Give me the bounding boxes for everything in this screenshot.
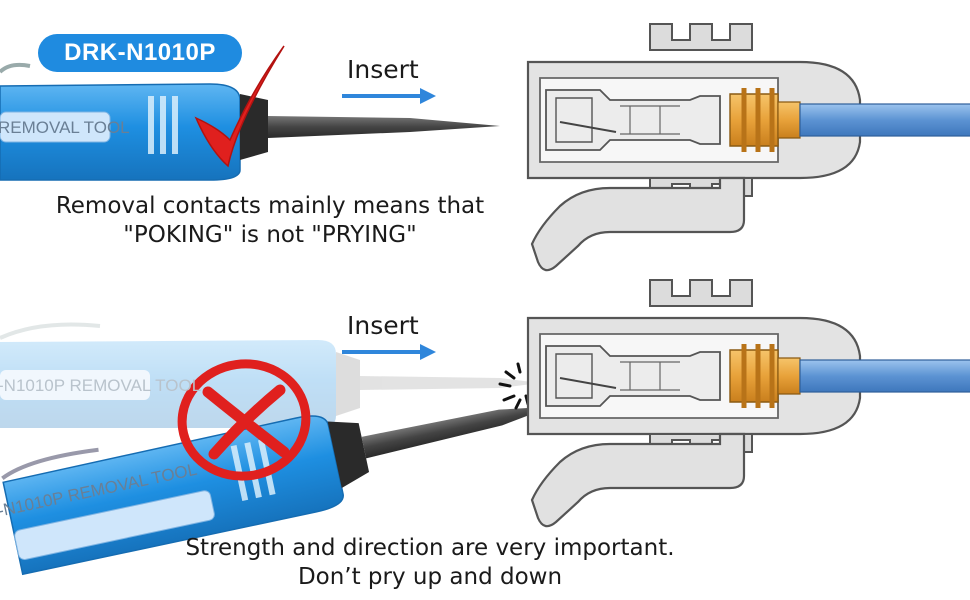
model-badge-label: DRK-N1010P	[64, 39, 216, 66]
tool-clip	[0, 62, 31, 74]
ghost-tool-label: -N1010P REMOVAL TOOL	[0, 376, 202, 395]
cross-mark-icon	[177, 359, 311, 481]
bottom-caption-line1: Strength and direction are very importan…	[185, 535, 675, 561]
check-mark-icon	[194, 45, 285, 168]
arrow-right-icon	[342, 88, 436, 104]
bottom-insert-label: Insert	[347, 311, 419, 340]
top-caption-line2: "POKING" is not "PRYING"	[123, 222, 417, 248]
bottom-caption-line2: Don’t pry up and down	[297, 564, 563, 590]
model-badge: DRK-N1010P	[38, 34, 242, 72]
top-insert-label: Insert	[347, 55, 419, 84]
top-removal-tool	[0, 62, 500, 181]
arrow-right-icon	[342, 344, 436, 360]
top-connector-diagram	[528, 24, 970, 270]
tool-needle	[268, 116, 500, 138]
impact-burst-icon	[498, 362, 530, 410]
bottom-connector-diagram	[528, 280, 970, 526]
top-caption-line1: Removal contacts mainly means that	[55, 193, 485, 219]
top-tool-label: REMOVAL TOOL	[0, 118, 130, 137]
